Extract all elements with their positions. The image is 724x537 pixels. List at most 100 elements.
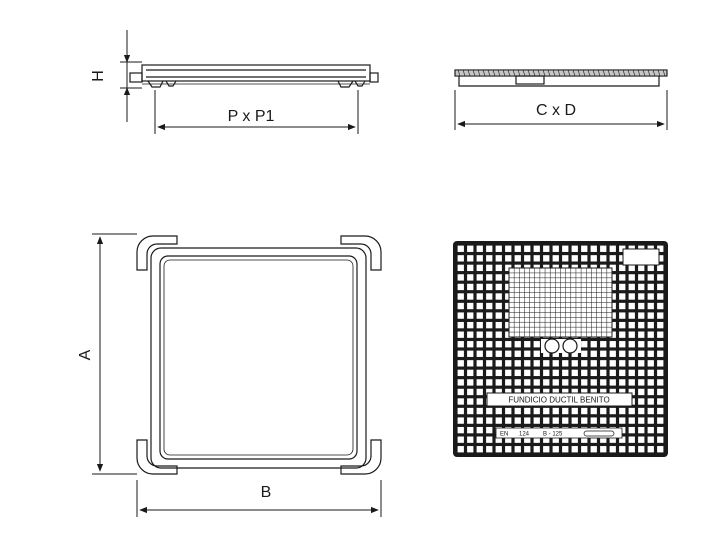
grid-cell <box>657 388 664 396</box>
profile-tooth <box>487 69 491 77</box>
grid-cell <box>552 379 559 386</box>
grid-cell <box>609 341 616 348</box>
grid-cell <box>457 312 464 319</box>
grid-cell <box>657 407 664 415</box>
grid-cell <box>600 245 607 252</box>
grid-cell <box>562 360 569 367</box>
grid-cell <box>495 341 502 348</box>
standard-plate <box>495 427 623 439</box>
grid-cell <box>543 379 550 386</box>
grid-cell <box>495 302 502 310</box>
grid-cell <box>552 369 559 377</box>
dimension-cxd-label: C x D <box>536 102 576 119</box>
grid-cell <box>467 312 474 319</box>
grid-cell <box>657 417 664 424</box>
grid-cell <box>457 436 464 443</box>
grid-cell <box>543 369 550 377</box>
profile-tooth <box>542 69 546 77</box>
grid-cell <box>514 417 521 424</box>
grid-cell <box>514 369 521 377</box>
grid-cell <box>505 264 512 272</box>
grid-cell <box>609 255 616 262</box>
grid-cell <box>571 350 578 357</box>
grid-cell <box>486 350 493 357</box>
grid-cell <box>467 398 474 405</box>
grid-cell <box>619 302 626 310</box>
grid-cell <box>628 436 635 443</box>
grid-cell <box>457 264 464 272</box>
grid-cell <box>495 379 502 386</box>
profile-tooth <box>577 69 581 77</box>
profile-tooth <box>572 69 576 77</box>
grid-cell <box>609 283 616 291</box>
grid-cell <box>628 360 635 367</box>
grid-cell <box>657 446 664 453</box>
grid-cell <box>514 407 521 415</box>
grid-cell <box>657 369 664 377</box>
dimension-pxp1-label: P x P1 <box>228 108 275 125</box>
grid-cell <box>467 274 474 281</box>
grid-cell <box>524 388 531 396</box>
grid-cell <box>609 264 616 272</box>
grid-cell <box>505 312 512 319</box>
profile-tooth <box>482 69 486 77</box>
grid-cell <box>457 369 464 377</box>
grid-cell <box>562 379 569 386</box>
grid-cell <box>581 245 588 252</box>
grid-cell <box>457 417 464 424</box>
grid-cell <box>609 417 616 424</box>
grid-cell <box>638 350 645 357</box>
grid-cell <box>609 407 616 415</box>
grid-cell <box>647 369 654 377</box>
grid-cell <box>552 436 559 443</box>
grid-cell <box>581 379 588 386</box>
dimension-a-label: A <box>77 349 94 360</box>
grid-cell <box>647 417 654 424</box>
grid-cell <box>505 255 512 262</box>
grid-cell <box>609 331 616 338</box>
grid-cell <box>524 360 531 367</box>
grid-cell <box>638 331 645 338</box>
grid-cell <box>533 379 540 386</box>
grid-cell <box>628 293 635 300</box>
grid-cell <box>571 417 578 424</box>
grid-cell <box>657 398 664 405</box>
frame-side-profile <box>129 64 379 88</box>
profile-tooth <box>462 69 466 77</box>
grid-cell <box>505 341 512 348</box>
grid-cell <box>524 341 531 348</box>
grid-cell <box>486 255 493 262</box>
grid-cell <box>609 312 616 319</box>
grid-cell <box>533 417 540 424</box>
grid-cell <box>495 331 502 338</box>
grid-cell <box>590 360 597 367</box>
grid-cell <box>647 274 654 281</box>
grid-cell <box>619 417 626 424</box>
grid-cell <box>628 283 635 291</box>
grid-cell <box>476 407 483 415</box>
grid-cell <box>533 369 540 377</box>
grid-cell <box>562 245 569 252</box>
grid-cell <box>562 436 569 443</box>
grid-cell <box>457 426 464 434</box>
profile-tooth <box>612 69 616 77</box>
grid-cell <box>486 312 493 319</box>
grid-cell <box>647 302 654 310</box>
grid-cell <box>600 436 607 443</box>
grid-cell <box>467 360 474 367</box>
grid-cell <box>467 388 474 396</box>
grid-cell <box>457 407 464 415</box>
grid-cell <box>638 407 645 415</box>
grid-cell <box>476 398 483 405</box>
grid-cell <box>571 360 578 367</box>
grid-cell <box>552 388 559 396</box>
grid-cell <box>467 283 474 291</box>
grid-cell <box>562 350 569 357</box>
cover-side-profile <box>454 69 668 87</box>
grid-cell <box>571 255 578 262</box>
grid-cell <box>495 446 502 453</box>
grid-cell <box>457 283 464 291</box>
grid-cell <box>581 350 588 357</box>
grid-cell <box>533 388 540 396</box>
grid-cell <box>467 341 474 348</box>
